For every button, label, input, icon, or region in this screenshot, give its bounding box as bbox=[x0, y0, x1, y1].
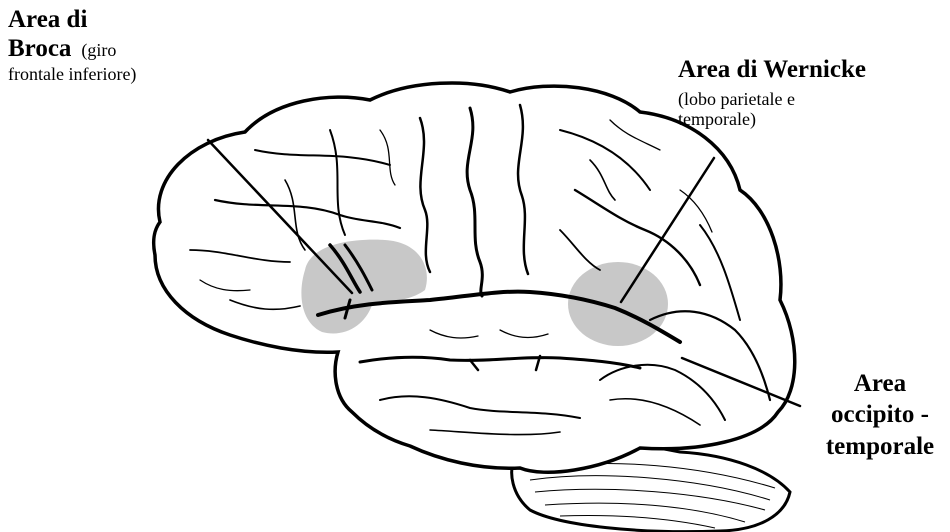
occipito-line3: temporale bbox=[815, 431, 945, 462]
wernicke-region bbox=[568, 262, 668, 346]
broca-label: Area di Broca (giro frontale inferiore) bbox=[8, 6, 228, 84]
broca-detail-line1: (giro bbox=[81, 40, 116, 60]
broca-title-line2: Broca bbox=[8, 35, 71, 62]
broca-detail-line2: frontale inferiore) bbox=[8, 64, 228, 85]
occipito-line2: occipito - bbox=[815, 399, 945, 430]
wernicke-label: Area di Wernicke (lobo parietale e tempo… bbox=[678, 56, 938, 130]
wernicke-detail-line2: temporale) bbox=[678, 109, 938, 130]
wernicke-title: Area di Wernicke bbox=[678, 56, 938, 85]
occipito-line1: Area bbox=[815, 368, 945, 399]
occipito-label: Area occipito - temporale bbox=[815, 368, 945, 462]
broca-title-line1: Area di bbox=[8, 6, 228, 35]
wernicke-detail-line1: (lobo parietale e bbox=[678, 89, 938, 110]
cortex-outline bbox=[154, 83, 795, 472]
